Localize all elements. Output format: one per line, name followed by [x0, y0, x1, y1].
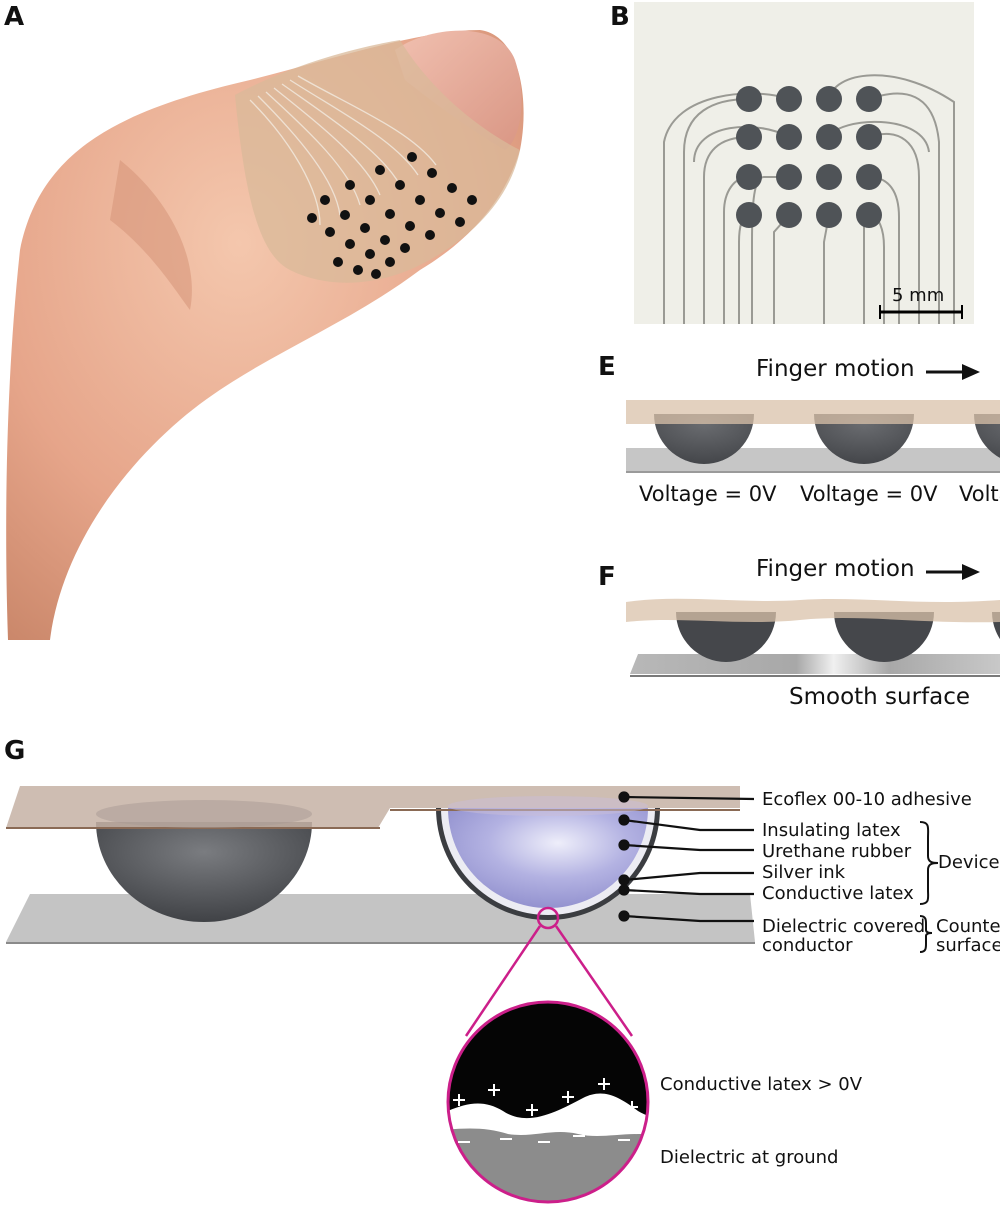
label-urethane-rubber: Urethane rubber	[762, 841, 912, 862]
voltage-label-3: Volta	[959, 482, 1000, 506]
panel-e-motion-arrow	[926, 364, 980, 380]
zoom-label-conductive: Conductive latex > 0V	[660, 1074, 863, 1095]
group-label-device: Device	[938, 852, 1000, 873]
smooth-surface-label: Smooth surface	[789, 684, 971, 710]
group-brace-device	[919, 821, 939, 905]
group-label-counter-line2: surface	[936, 935, 1000, 956]
panel-f-motion-arrow	[926, 564, 980, 580]
zoom-label-dielectric: Dielectric at ground	[660, 1147, 839, 1168]
panel-f-diagram	[626, 598, 1000, 677]
negative-charges	[456, 1135, 630, 1173]
panel-b-array-photo	[634, 2, 974, 324]
zoom-inset	[446, 925, 650, 1204]
panel-a-finger-photo	[6, 30, 524, 640]
panel-g-cross-section	[6, 786, 755, 944]
panel-e-diagram	[626, 400, 1000, 473]
panel-a-letter: A	[4, 2, 25, 32]
positive-charges	[453, 1078, 638, 1116]
label-conductive-latex: Conductive latex	[762, 883, 914, 904]
label-insulating-latex: Insulating latex	[762, 820, 901, 841]
label-ecoflex-adhesive: Ecoflex 00-10 adhesive	[762, 789, 972, 810]
panel-b-letter: B	[610, 2, 630, 32]
panel-f-motion-label: Finger motion	[756, 556, 915, 582]
voltage-label-2: Voltage = 0V	[800, 482, 938, 506]
panel-e-letter: E	[598, 352, 616, 382]
label-dielectric-line2: conductor	[762, 935, 853, 956]
voltage-label-1: Voltage = 0V	[639, 482, 777, 506]
group-label-counter-line1: Counte	[936, 916, 1000, 937]
group-brace-counter	[919, 915, 933, 953]
panel-g-letter: G	[4, 736, 26, 766]
panel-a-electrode-array	[307, 152, 477, 279]
panel-e-motion-label: Finger motion	[756, 356, 915, 382]
label-dielectric-line1: Dielectric covered	[762, 916, 926, 937]
label-silver-ink: Silver ink	[762, 862, 846, 883]
panel-f-letter: F	[598, 562, 616, 592]
scale-bar-label: 5 mm	[892, 285, 945, 306]
